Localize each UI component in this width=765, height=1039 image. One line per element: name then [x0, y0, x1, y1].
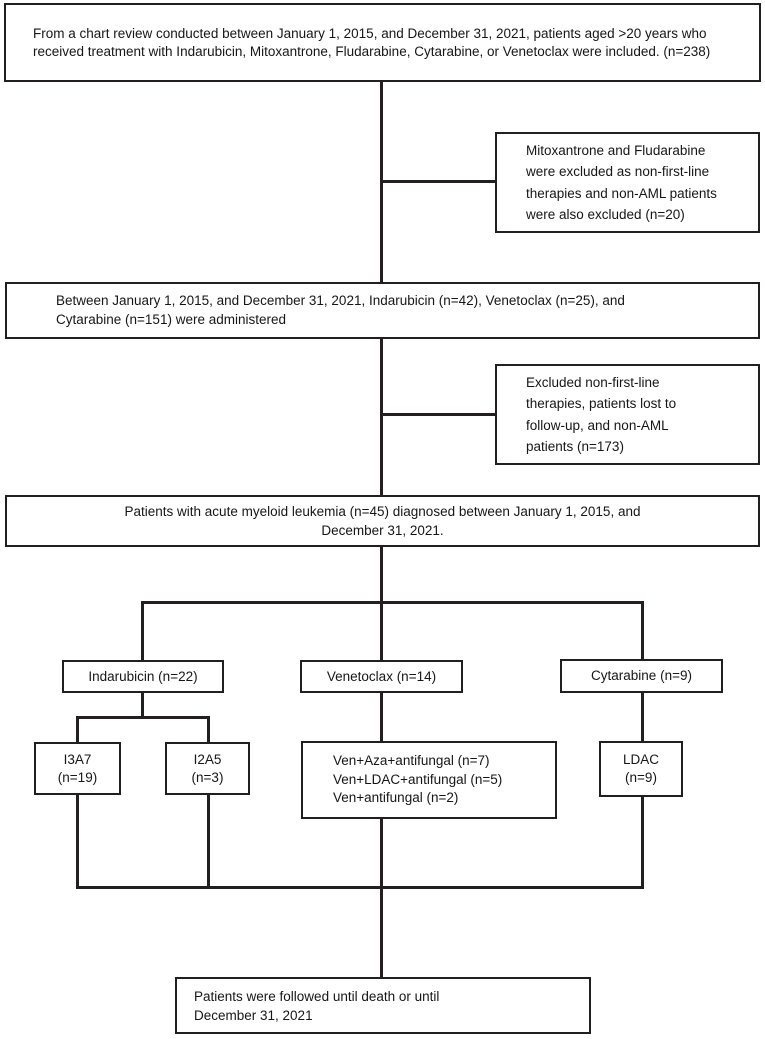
text-line: Between January 1, 2015, and December 31… — [56, 293, 625, 308]
connector-ldac-to-merge — [641, 797, 644, 889]
node-followup: Patients were followed until death or un… — [175, 977, 591, 1034]
node-exclusion-first: Mitoxantrone and Fludarabine were exclud… — [495, 132, 760, 233]
node-regimen-i3a7: I3A7 (n=19) — [34, 742, 121, 795]
text-line: From a chart review conducted between Ja… — [33, 26, 707, 41]
text-line: I3A7 — [63, 751, 92, 767]
text-line: Ven+antifungal (n=2) — [333, 790, 459, 806]
text-line: (n=9) — [625, 770, 657, 785]
connector-administered-to-aml — [380, 339, 383, 495]
text-line: December 31, 2021 — [194, 1007, 313, 1023]
connector-split-bar — [141, 601, 644, 604]
text-line: December 31, 2021. — [321, 523, 444, 538]
node-arm-venetoclax: Venetoclax (n=14) — [300, 660, 463, 693]
connector-cytarabine-to-ldac — [641, 693, 644, 741]
connector-elbow-exclusion1 — [380, 180, 495, 183]
node-administered: Between January 1, 2015, and December 31… — [5, 282, 760, 339]
connector-split-to-indarubicin — [141, 601, 144, 660]
connector-merge-to-followup — [380, 819, 383, 977]
text-line: received treatment with Indarubicin, Mit… — [33, 43, 711, 59]
node-regimen-venetoclax-combos: Ven+Aza+antifungal (n=7) Ven+LDAC+antifu… — [301, 741, 557, 819]
text-line: LDAC — [622, 752, 659, 767]
node-exclusion-second: Excluded non-first-line therapies, patie… — [495, 364, 760, 465]
text-line: were also excluded (n=20) — [526, 207, 685, 222]
connector-subsplit-to-i2a5 — [207, 716, 210, 742]
text-line: Ven+Aza+antifungal (n=7) — [333, 753, 490, 769]
node-arm-cytarabine: Cytarabine (n=9) — [560, 659, 723, 693]
text-line: therapies and non-AML patients — [526, 185, 717, 201]
connector-i2a5-to-merge — [207, 795, 210, 889]
text-line: Ven+LDAC+antifungal (n=5) — [333, 771, 503, 787]
arm-label: Venetoclax (n=14) — [326, 668, 437, 684]
text-line: patients (n=173) — [526, 439, 624, 454]
connector-i3a7-to-merge — [76, 795, 79, 889]
arm-label: Indarubicin (n=22) — [88, 668, 198, 684]
text-line: were excluded as non-first-line — [526, 164, 710, 179]
connector-venetoclax-to-regimens — [380, 693, 383, 741]
text-line: Excluded non-first-line — [526, 374, 660, 390]
text-line: Patients with acute myeloid leukemia (n=… — [124, 504, 641, 519]
connector-split-to-venetoclax — [380, 601, 383, 660]
connector-subsplit-bar — [76, 716, 210, 719]
connector-merge-bar — [76, 886, 644, 889]
node-regimen-ldac: LDAC (n=9) — [599, 741, 683, 797]
text-line: Cytarabine (n=151) were administered — [56, 311, 286, 327]
text-line: Patients were followed until death or un… — [194, 988, 440, 1004]
connector-split-to-cytarabine — [641, 601, 644, 659]
node-arm-indarubicin: Indarubicin (n=22) — [62, 660, 224, 693]
text-line: therapies, patients lost to — [526, 396, 677, 411]
connector-elbow-exclusion2 — [380, 413, 495, 416]
text-line: (n=19) — [57, 769, 98, 785]
text-line: (n=3) — [191, 769, 224, 785]
arm-label: Cytarabine (n=9) — [591, 668, 692, 683]
node-initial-cohort: From a chart review conducted between Ja… — [4, 3, 761, 82]
node-regimen-i2a5: I2A5 (n=3) — [165, 742, 250, 795]
node-aml-patients: Patients with acute myeloid leukemia (n=… — [5, 495, 760, 547]
text-line: Mitoxantrone and Fludarabine — [526, 142, 706, 158]
connector-aml-to-split — [380, 547, 383, 603]
text-line: I2A5 — [193, 751, 222, 767]
text-line: follow-up, and non-AML — [526, 417, 669, 433]
connector-subsplit-to-i3a7 — [76, 716, 79, 742]
connector-indarubicin-to-subsplit — [141, 693, 144, 719]
